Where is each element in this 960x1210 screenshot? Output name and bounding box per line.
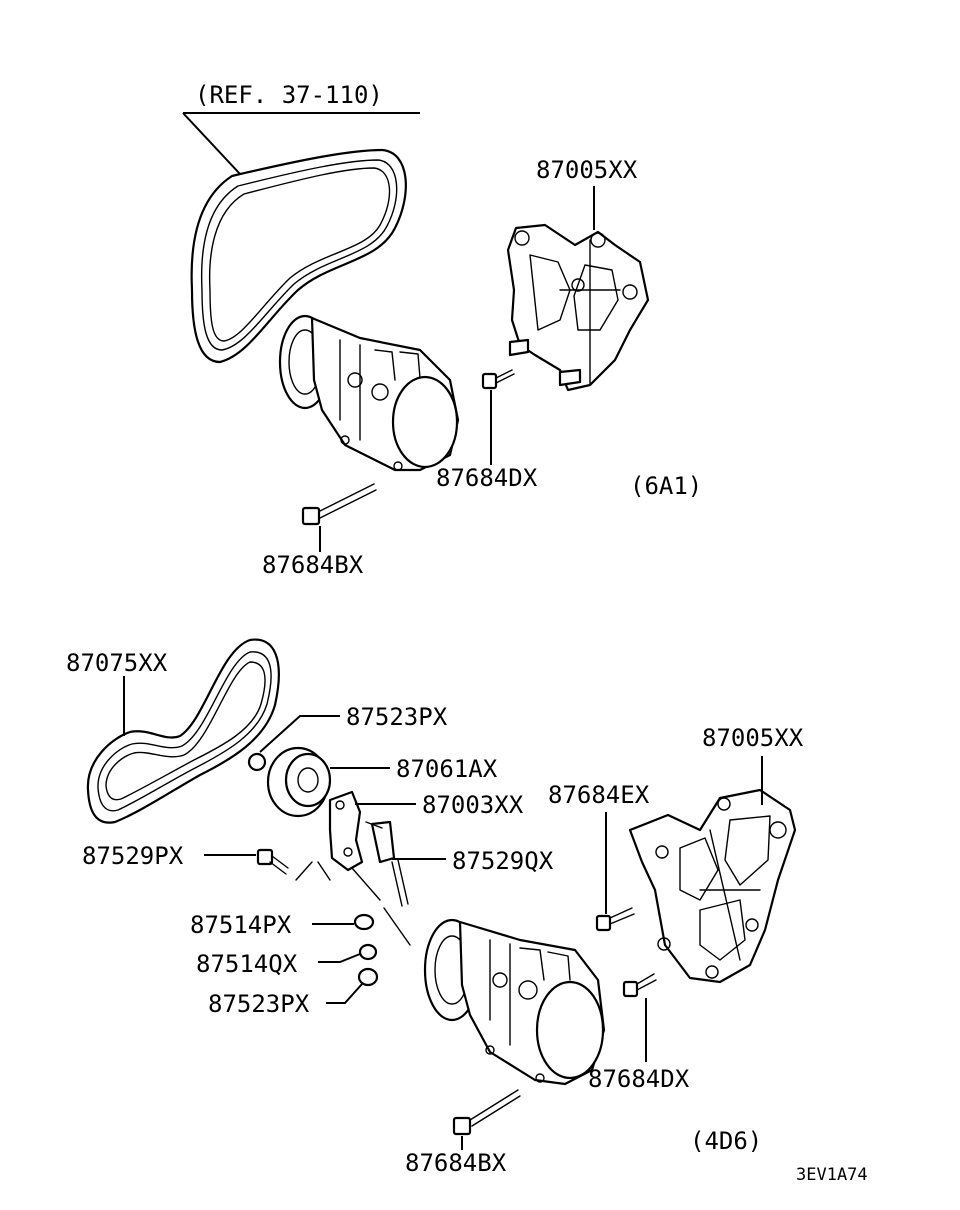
leader-87523px-bottom xyxy=(326,983,363,1004)
label-bottom-87684bx: 87684BX xyxy=(405,1149,507,1177)
top-compressor xyxy=(278,314,460,472)
label-87075xx: 87075XX xyxy=(66,649,168,677)
bottom-tensioner-bracket xyxy=(328,790,364,872)
bottom-bracket xyxy=(628,788,797,984)
leader-87514qx xyxy=(318,953,361,963)
alignment-lines xyxy=(295,861,411,946)
label-87529px: 87529PX xyxy=(82,842,184,870)
bottom-nut-bottom xyxy=(357,967,379,987)
top-belt xyxy=(190,148,407,364)
label-top-87684bx: 87684BX xyxy=(262,551,364,579)
ref-label: (REF. 37-110) xyxy=(195,81,383,109)
label-87523px-top: 87523PX xyxy=(346,703,448,731)
label-87529qx: 87529QX xyxy=(452,847,554,875)
ref-leader xyxy=(182,112,241,175)
label-87684ex: 87684EX xyxy=(548,781,650,809)
label-87514px: 87514PX xyxy=(190,911,292,939)
bottom-belt xyxy=(86,638,280,824)
bottom-bolt-upper xyxy=(595,907,635,932)
bottom-nut-top xyxy=(247,752,267,772)
bottom-bolt-tensioner xyxy=(256,848,289,875)
label-bottom-87684dx: 87684DX xyxy=(588,1065,690,1093)
bottom-adjust-bolt xyxy=(365,820,409,907)
top-bolt-bracket xyxy=(481,369,515,390)
bottom-compressor xyxy=(423,918,606,1086)
top-bolt-long xyxy=(301,483,377,526)
bottom-pulley xyxy=(266,746,332,818)
bottom-washer-1 xyxy=(353,913,375,931)
bottom-bolt-lower xyxy=(622,973,657,998)
label-bottom-87005xx: 87005XX xyxy=(702,724,804,752)
diagram-code: 3EV1A74 xyxy=(796,1165,868,1185)
bottom-washer-2 xyxy=(358,943,378,961)
engine-label-6a1: (6A1) xyxy=(630,472,702,500)
label-87523px-bottom: 87523PX xyxy=(208,990,310,1018)
top-bracket xyxy=(506,223,650,392)
leader-87523px-top xyxy=(259,715,340,753)
bottom-bolt-long xyxy=(452,1089,521,1136)
label-87003xx: 87003XX xyxy=(422,791,524,819)
label-top-87684dx: 87684DX xyxy=(436,464,538,492)
label-top-87005xx: 87005XX xyxy=(536,156,638,184)
label-87061ax: 87061AX xyxy=(396,755,498,783)
label-87514qx: 87514QX xyxy=(196,950,298,978)
engine-label-4d6: (4D6) xyxy=(690,1127,762,1155)
